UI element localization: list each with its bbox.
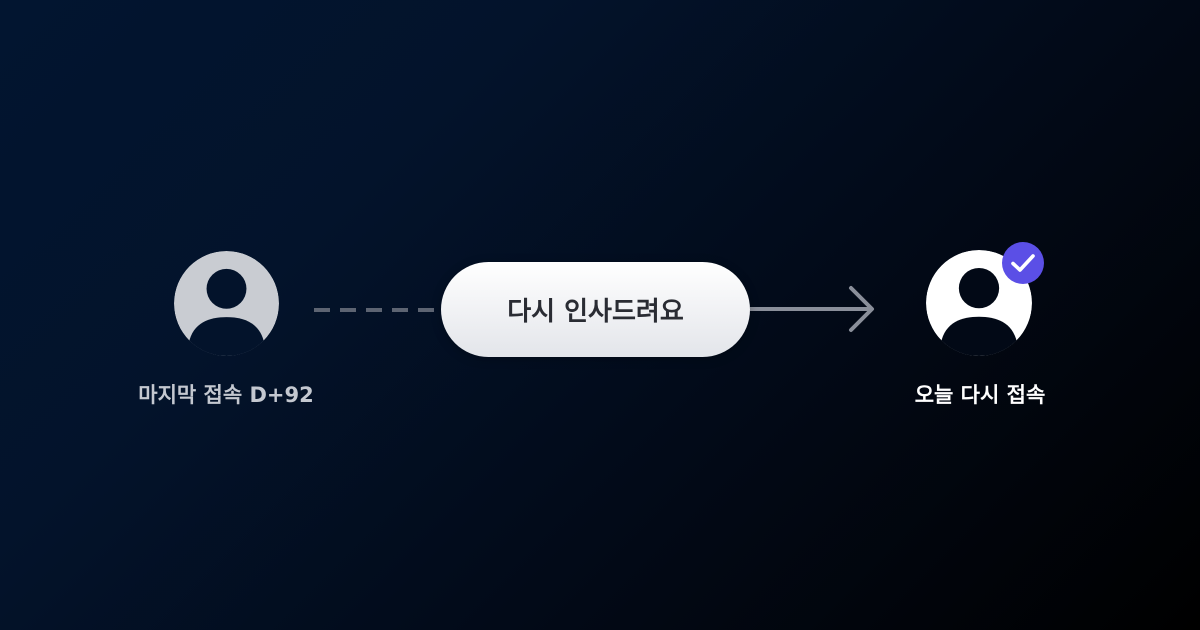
check-icon	[1002, 242, 1044, 284]
greeting-message-text: 다시 인사드려요	[507, 297, 684, 327]
returning-user-avatar	[926, 250, 1032, 356]
user-avatar-icon	[926, 250, 1032, 356]
last-access-label: 마지막 접속 D+92	[138, 383, 314, 407]
returned-today-label: 오늘 다시 접속	[914, 383, 1046, 407]
greeting-message-pill: 다시 인사드려요	[441, 262, 750, 357]
arrow-head-icon	[849, 286, 874, 332]
inactive-user-avatar	[174, 251, 279, 356]
user-avatar-icon	[174, 251, 279, 356]
